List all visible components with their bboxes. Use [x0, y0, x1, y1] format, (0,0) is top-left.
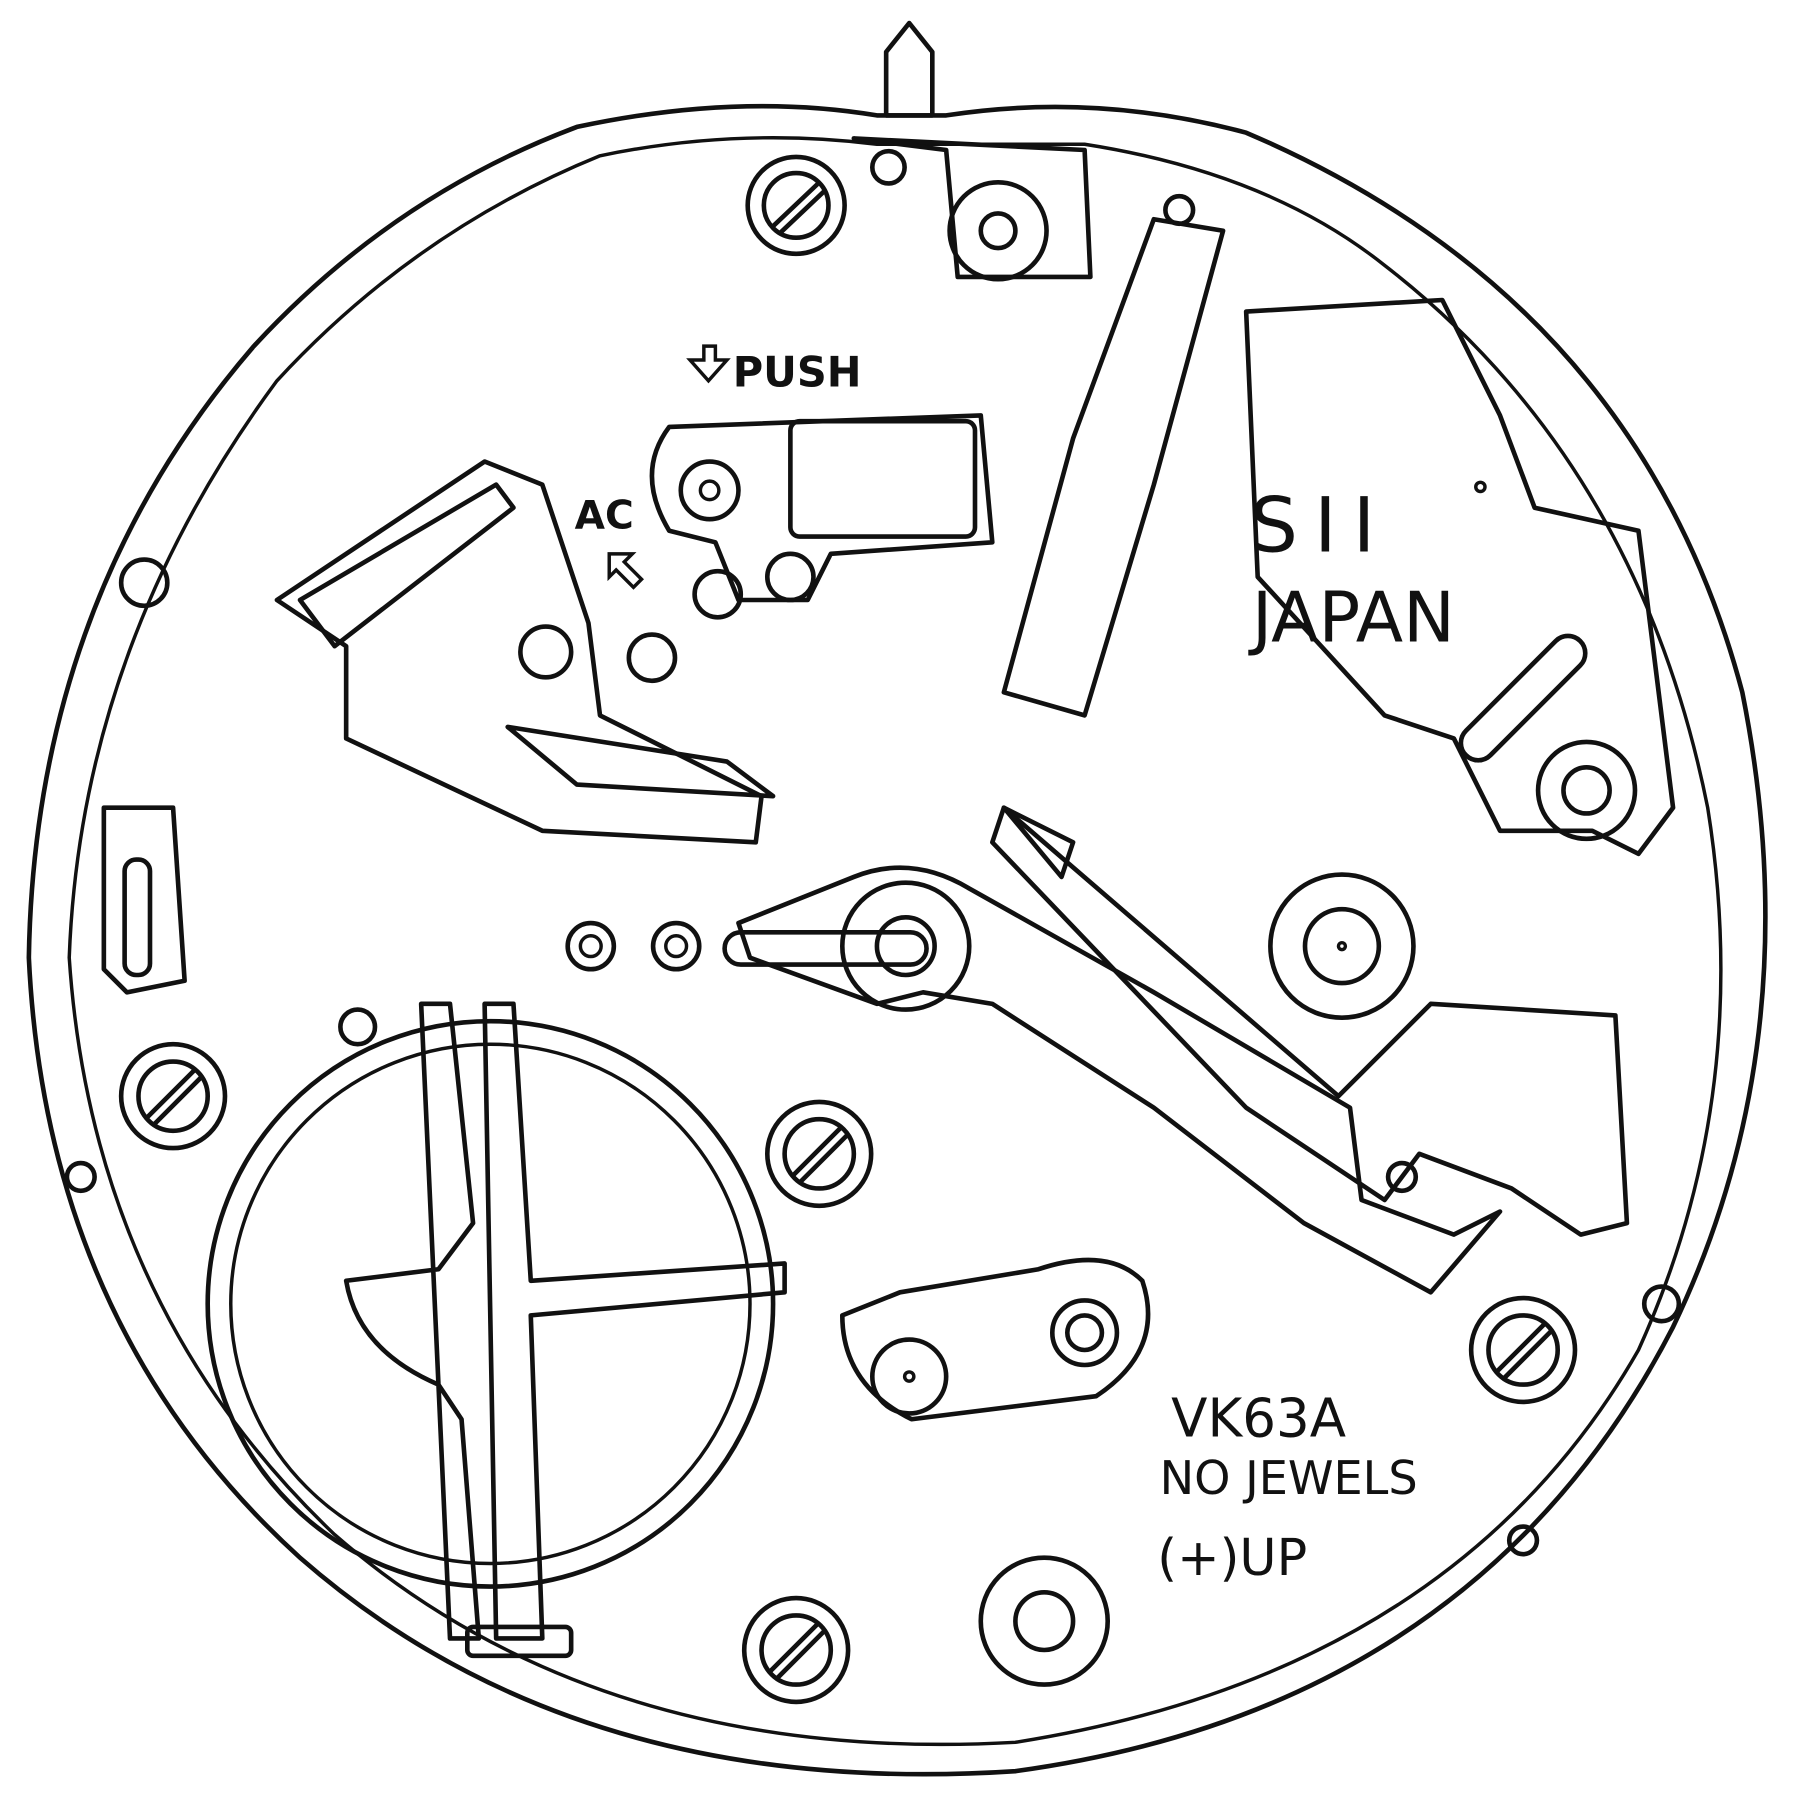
down-arrow-icon — [686, 344, 731, 384]
screw — [1468, 1295, 1578, 1405]
bridges — [101, 136, 1676, 1422]
country-label: JAPAN — [1248, 579, 1455, 659]
ac-label: AC — [575, 493, 634, 538]
brand-label: SII — [1250, 481, 1392, 570]
pivot-holes — [64, 148, 1682, 1687]
model-label: VK63A — [1171, 1388, 1346, 1450]
crown-stem — [883, 20, 935, 118]
diagonal-arrow-icon — [607, 552, 644, 590]
push-label: PUSH — [733, 348, 862, 397]
push-label-group: PUSH — [686, 344, 862, 397]
screws — [118, 154, 1578, 1705]
jewels-label: NO JEWELS — [1160, 1451, 1418, 1505]
screw — [765, 1099, 874, 1209]
ac-label-group: AC — [575, 493, 644, 590]
battery — [205, 1001, 787, 1659]
main-plate-outline — [26, 103, 1768, 1777]
screw — [745, 154, 847, 257]
polarity-label: (+)UP — [1157, 1528, 1307, 1587]
registered-mark — [1474, 480, 1487, 494]
screw — [118, 1041, 228, 1151]
screw — [741, 1595, 851, 1705]
